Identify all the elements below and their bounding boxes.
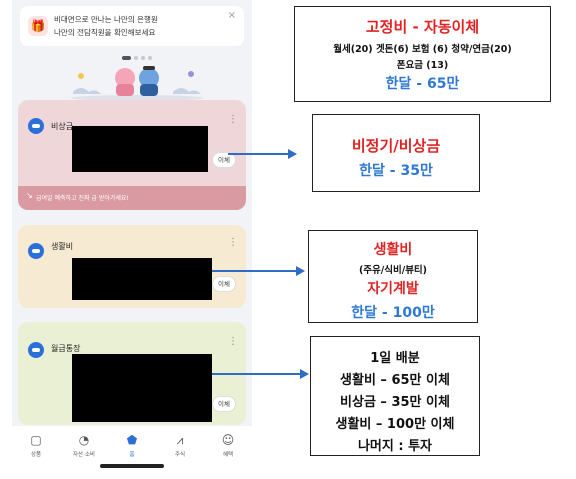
carousel-dot: [141, 56, 145, 60]
transfer-button[interactable]: 이체: [212, 276, 236, 292]
redacted-balance: [72, 354, 212, 422]
tab-assets[interactable]: ◔ 자산·소비: [62, 432, 106, 458]
account-name: 월급통장: [51, 344, 81, 353]
account-name: 비상금: [51, 122, 74, 131]
banner-line-1: 비대면으로 만나는 나만의 은행원: [54, 15, 158, 24]
note-line: 생활비 – 100만 이체: [335, 417, 455, 432]
arrow-emergency: [228, 153, 290, 155]
account-name: 생활비: [51, 242, 74, 251]
tab-stocks[interactable]: ⩘ 주식: [158, 432, 202, 458]
note-living: 생활비 (주유/식비/뷰티) 자기계발 한달 - 100만: [308, 230, 478, 323]
note-extra: 자기계발: [367, 281, 419, 297]
arrow-living: [212, 270, 297, 272]
redacted-balance: [72, 126, 208, 172]
character-illustration: [71, 66, 203, 100]
home-icon: ⬟: [126, 433, 138, 447]
pie-chart-icon: ◔: [78, 433, 90, 447]
promo-banner[interactable]: 🎁 비대면으로 만나는 나만의 은행원 나만의 전담직원을 확인해보세요 ×: [20, 6, 244, 46]
tab-home[interactable]: ⬟ 홈: [110, 432, 154, 458]
tab-label: 상품: [30, 452, 42, 458]
gift-icon: 🎁: [28, 16, 48, 36]
note-title: 비정기/비상금: [351, 137, 441, 155]
product-icon: ▢: [30, 433, 42, 447]
note-emergency: 비정기/비상금 한달 - 35만: [312, 114, 480, 192]
note-detail: (주유/식비/뷰티): [358, 265, 428, 276]
tab-label: 주식: [174, 452, 186, 458]
note-title: 1일 배분: [370, 351, 420, 366]
payday-promo-strip[interactable]: ↘ 급여일 예측하고 진짜 급 받아가세요!: [18, 186, 246, 210]
more-options-icon[interactable]: ⋮: [228, 336, 238, 347]
carousel-dot: [148, 56, 152, 60]
more-options-icon[interactable]: ⋮: [228, 114, 238, 125]
arrow-salary: [212, 373, 301, 375]
note-line: 나머지 : 투자: [357, 439, 433, 454]
bottom-tab-bar: ▢ 상품 ◔ 자산·소비 ⬟ 홈 ⩘ 주식 ☺ 혜택: [12, 426, 252, 470]
arrow-head-icon: [300, 369, 309, 379]
tab-label: 홈: [129, 452, 135, 458]
bank-logo-icon: [28, 243, 44, 259]
note-monthly: 한달 - 100만: [351, 305, 435, 321]
note-detail: 폰요금 (13): [396, 60, 449, 71]
close-icon[interactable]: ×: [227, 10, 236, 21]
stock-chart-icon: ⩘: [176, 433, 184, 447]
note-detail: 월세(20) 겟돈(6) 보험 (6) 청약/연금(20): [333, 44, 512, 55]
carousel-dot-active: [122, 56, 131, 60]
banner-line-2: 나만의 전담직원을 확인해보세요: [54, 28, 156, 37]
tab-benefits[interactable]: ☺ 혜택: [206, 432, 250, 458]
note-monthly: 한달 - 35만: [359, 163, 433, 179]
note-line: 비상금 – 35만 이체: [340, 395, 450, 410]
account-card-emergency[interactable]: 비상금 ⋮ 이체 ↘ 급여일 예측하고 진짜 급 받아가세요!: [18, 100, 246, 210]
note-monthly: 한달 - 65만: [385, 76, 460, 92]
arrow-head-icon: [296, 266, 305, 276]
account-card-living[interactable]: 생활비 ⋮ 이체: [18, 225, 246, 308]
transfer-button[interactable]: 이체: [212, 396, 236, 412]
more-options-icon[interactable]: ⋮: [228, 237, 238, 248]
arrow-head-icon: [288, 149, 297, 159]
account-card-salary[interactable]: 월급통장 ⋮ 이체: [18, 322, 246, 425]
note-daily-allocation: 1일 배분 생활비 – 65만 이체 비상금 – 35만 이체 생활비 – 10…: [310, 336, 480, 456]
note-line: 생활비 – 65만 이체: [340, 373, 450, 388]
transfer-button[interactable]: 이체: [212, 152, 236, 168]
carousel-dot: [134, 56, 138, 60]
bank-logo-icon: [28, 342, 44, 358]
phone-screenshot: 🎁 비대면으로 만나는 나만의 은행원 나만의 전담직원을 확인해보세요 ×: [12, 0, 252, 470]
tab-products[interactable]: ▢ 상품: [14, 432, 58, 458]
arrow-icon: ↘: [26, 191, 33, 200]
home-indicator: [100, 464, 164, 468]
tab-label: 자산·소비: [73, 452, 95, 458]
carousel-indicator[interactable]: [122, 56, 152, 60]
benefit-icon: ☺: [221, 433, 235, 447]
note-title: 생활비: [373, 242, 413, 258]
redacted-balance: [72, 258, 212, 300]
note-title: 고정비 - 자동이체: [365, 18, 480, 36]
bank-logo-icon: [28, 118, 44, 134]
tab-label: 혜택: [222, 452, 234, 458]
payday-promo-text: 급여일 예측하고 진짜 급 받아가세요!: [36, 195, 129, 202]
note-fixed-costs: 고정비 - 자동이체 월세(20) 겟돈(6) 보험 (6) 청약/연금(20)…: [294, 6, 551, 102]
